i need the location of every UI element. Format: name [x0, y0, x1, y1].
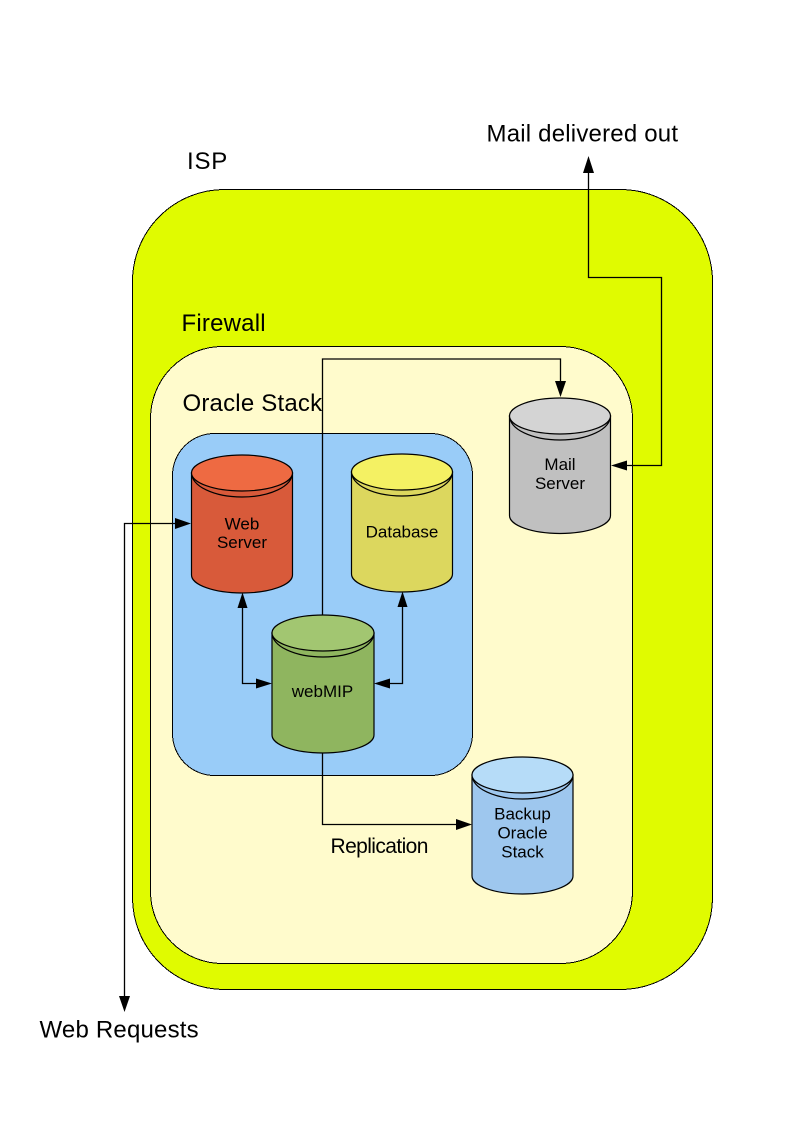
- svg-text:Mail delivered out: Mail delivered out: [487, 121, 679, 148]
- svg-text:Stack: Stack: [501, 843, 544, 862]
- svg-text:Web Requests: Web Requests: [40, 1017, 199, 1044]
- svg-text:ISP: ISP: [187, 148, 228, 175]
- svg-text:Mail: Mail: [544, 455, 575, 474]
- svg-text:Database: Database: [366, 523, 439, 542]
- svg-text:Firewall: Firewall: [182, 310, 266, 337]
- svg-text:Backup: Backup: [494, 805, 551, 824]
- svg-text:Web: Web: [225, 515, 260, 534]
- svg-text:Server: Server: [535, 474, 585, 493]
- svg-text:Server: Server: [217, 533, 267, 552]
- svg-text:webMIP: webMIP: [291, 682, 353, 701]
- svg-text:Replication: Replication: [331, 835, 428, 858]
- svg-text:Oracle: Oracle: [497, 824, 547, 843]
- svg-text:Oracle Stack: Oracle Stack: [183, 390, 324, 417]
